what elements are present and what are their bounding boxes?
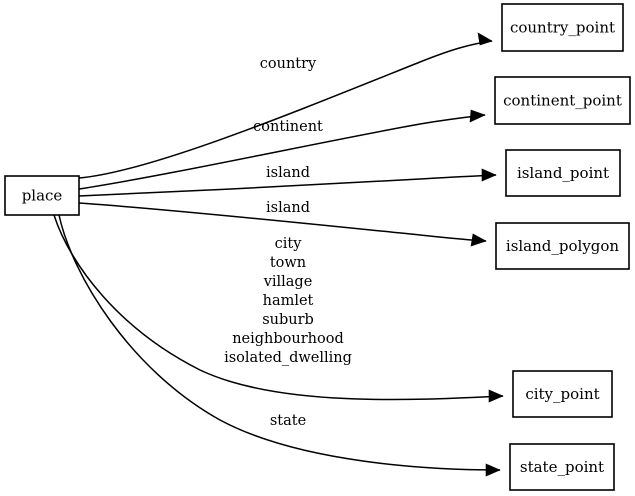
- edge-label-line: suburb: [262, 312, 314, 328]
- edge-place-to-state_point: [58, 214, 501, 477]
- edge-label-line: country: [260, 56, 317, 72]
- node-box-island_polygon[interactable]: [495, 222, 630, 270]
- edge-label-line: town: [270, 255, 306, 271]
- edges-layer: [53, 32, 504, 477]
- edge-place-to-country_point: [78, 32, 493, 179]
- edge-label-place-island_point: island: [266, 165, 310, 181]
- edge-label-line: island: [266, 165, 310, 181]
- node-box-island_point[interactable]: [505, 149, 621, 197]
- edge-label-line: continent: [253, 119, 323, 135]
- node-city_point[interactable]: city_point: [512, 370, 613, 418]
- node-state_point[interactable]: state_point: [509, 443, 615, 491]
- edge-line: [53, 214, 504, 401]
- arrowhead-icon: [485, 463, 501, 477]
- node-box-place[interactable]: [4, 175, 80, 216]
- edge-place-to-island_polygon: [78, 202, 487, 247]
- edge-label-line: city: [275, 236, 303, 252]
- node-continent_point[interactable]: continent_point: [494, 76, 631, 125]
- node-island_point[interactable]: island_point: [505, 149, 621, 197]
- edge-labels-layer: country continent island island city town vill…: [224, 56, 352, 429]
- node-place[interactable]: place: [4, 175, 80, 216]
- node-label-state_point: state_point: [520, 458, 604, 476]
- node-label-continent_point: continent_point: [503, 92, 622, 110]
- nodes-layer: place country_point continent_point island_…: [4, 3, 631, 491]
- edge-label-place-state_point: state: [270, 413, 306, 429]
- edge-line: [78, 202, 487, 242]
- edge-place-to-island_point: [78, 168, 497, 197]
- node-label-place: place: [22, 187, 63, 205]
- node-box-continent_point[interactable]: [494, 76, 631, 125]
- edge-label-line: state: [270, 413, 306, 429]
- edge-label-place-continent_point: continent: [253, 119, 323, 135]
- edge-line: [58, 214, 501, 471]
- node-box-country_point[interactable]: [501, 3, 624, 52]
- edge-label-place-city_point: city town village hamlet suburb neighbourhood…: [224, 236, 352, 366]
- edge-label-line: island: [266, 200, 310, 216]
- node-label-country_point: country_point: [510, 19, 615, 37]
- arrowhead-icon: [477, 32, 493, 46]
- edge-line: [78, 174, 497, 197]
- edge-line: [78, 40, 493, 179]
- node-label-city_point: city_point: [525, 385, 599, 403]
- edge-label-line: village: [263, 274, 313, 290]
- edge-label-place-country_point: country: [260, 56, 317, 72]
- edge-label-place-island_polygon: island: [266, 200, 310, 216]
- edge-label-line: neighbourhood: [232, 331, 344, 347]
- arrowhead-icon: [488, 389, 504, 403]
- edge-label-line: hamlet: [263, 293, 314, 309]
- node-label-island_point: island_point: [517, 164, 609, 182]
- edge-label-line: isolated_dwelling: [224, 350, 352, 366]
- node-island_polygon[interactable]: island_polygon: [495, 222, 630, 270]
- edge-line: [78, 114, 486, 190]
- node-country_point[interactable]: country_point: [501, 3, 624, 52]
- node-box-state_point[interactable]: [509, 443, 615, 491]
- arrowhead-icon: [470, 233, 487, 247]
- node-box-city_point[interactable]: [512, 370, 613, 418]
- node-label-island_polygon: island_polygon: [506, 237, 620, 255]
- arrowhead-icon: [469, 109, 486, 123]
- arrowhead-icon: [481, 168, 497, 182]
- edge-place-to-city_point: [53, 214, 504, 403]
- edge-place-to-continent_point: [78, 109, 486, 190]
